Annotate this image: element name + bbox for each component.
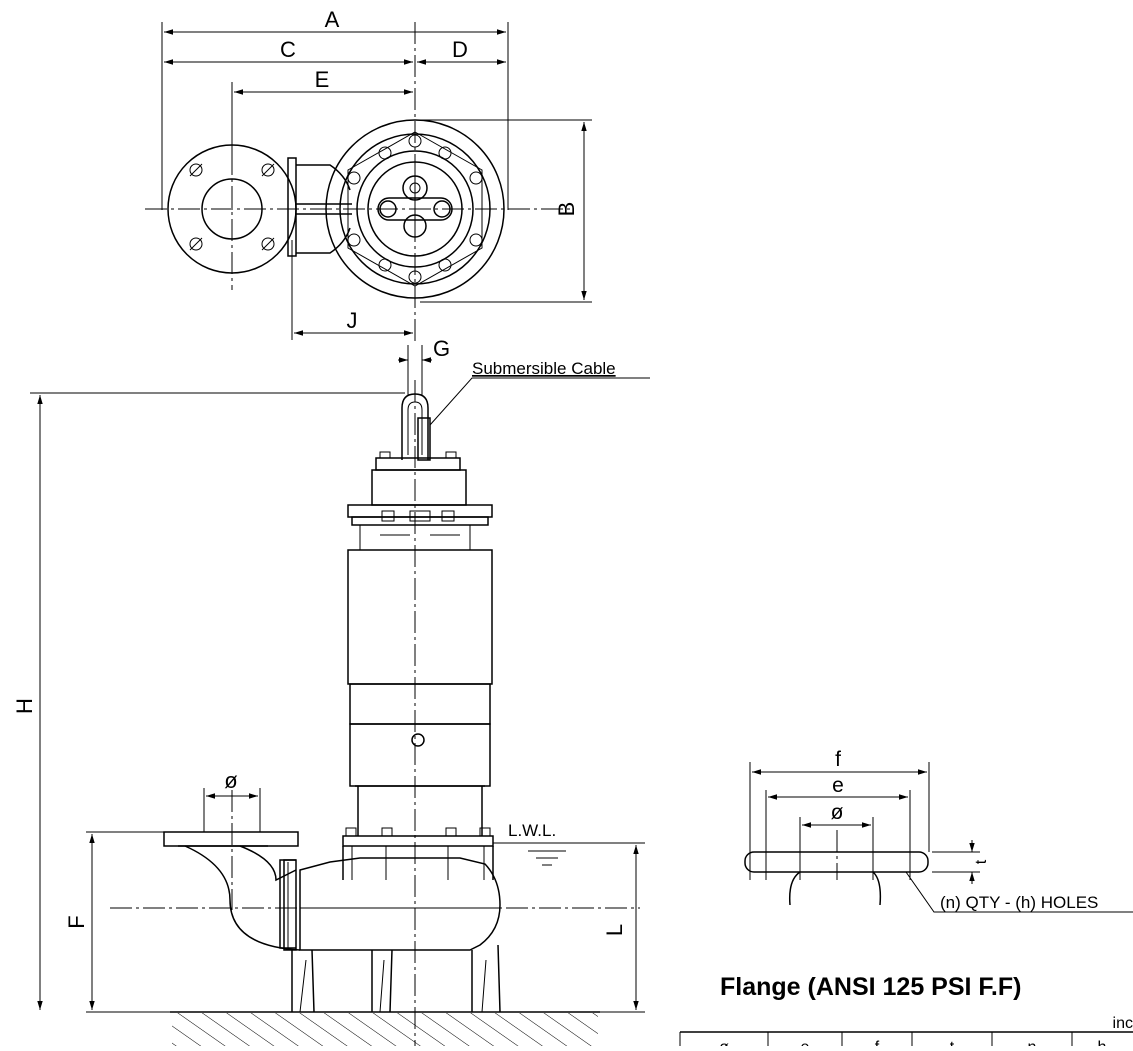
table-header-f: f: [875, 1039, 880, 1046]
floor-hatching: [172, 1013, 598, 1046]
side-view: G Submersible Cable H: [12, 336, 650, 1046]
inspection-plug: [411, 733, 425, 747]
flange-label-phi: ø: [831, 801, 844, 824]
table-header-n: n: [1028, 1039, 1037, 1046]
motor-frame: [347, 549, 493, 685]
top-view: A C D E J B: [145, 7, 592, 345]
flange-label-e: e: [832, 774, 844, 797]
label-h: H: [12, 698, 37, 714]
label-g: G: [433, 336, 450, 361]
lifting-eye: [401, 393, 429, 460]
label-f: F: [64, 915, 89, 928]
flange-label-f: f: [835, 748, 841, 771]
flange-bolt-holes: [189, 163, 275, 251]
label-lwl: L.W.L.: [508, 821, 556, 840]
table-unit: inc: [1113, 1015, 1133, 1032]
label-j: J: [347, 308, 358, 333]
flange-label-t: t: [973, 859, 990, 864]
flange-table: inc ø e f t n h: [679, 1015, 1133, 1051]
discharge-elbow: [184, 845, 301, 951]
table-header-h: h: [1098, 1039, 1107, 1046]
flange-title: Flange (ANSI 125 PSI F.F): [720, 973, 1021, 1001]
label-e: E: [315, 67, 330, 92]
label-submersible-cable: Submersible Cable: [472, 359, 616, 378]
flange-detail: f e ø t (n) QTY - (h) HOLES Flange (ANSI…: [720, 748, 1133, 1001]
label-d: D: [452, 37, 468, 62]
casing-bolts: [345, 827, 491, 837]
pump-legs: [291, 944, 501, 1013]
table-header-e: e: [801, 1039, 810, 1046]
discharge-flange-side: [163, 831, 299, 847]
body-bolts: [347, 134, 483, 284]
pump-body-outline: [325, 119, 505, 299]
table-header-t: t: [950, 1039, 955, 1046]
table-header-phi: ø: [719, 1039, 729, 1046]
discharge-bore: [201, 178, 263, 240]
label-phi: ø: [224, 768, 237, 793]
label-holes: (n) QTY - (h) HOLES: [940, 893, 1098, 912]
pump-volute: [299, 857, 501, 951]
label-a: A: [325, 7, 340, 32]
label-l: L: [602, 924, 627, 936]
label-c: C: [280, 37, 296, 62]
label-b: B: [554, 202, 579, 217]
